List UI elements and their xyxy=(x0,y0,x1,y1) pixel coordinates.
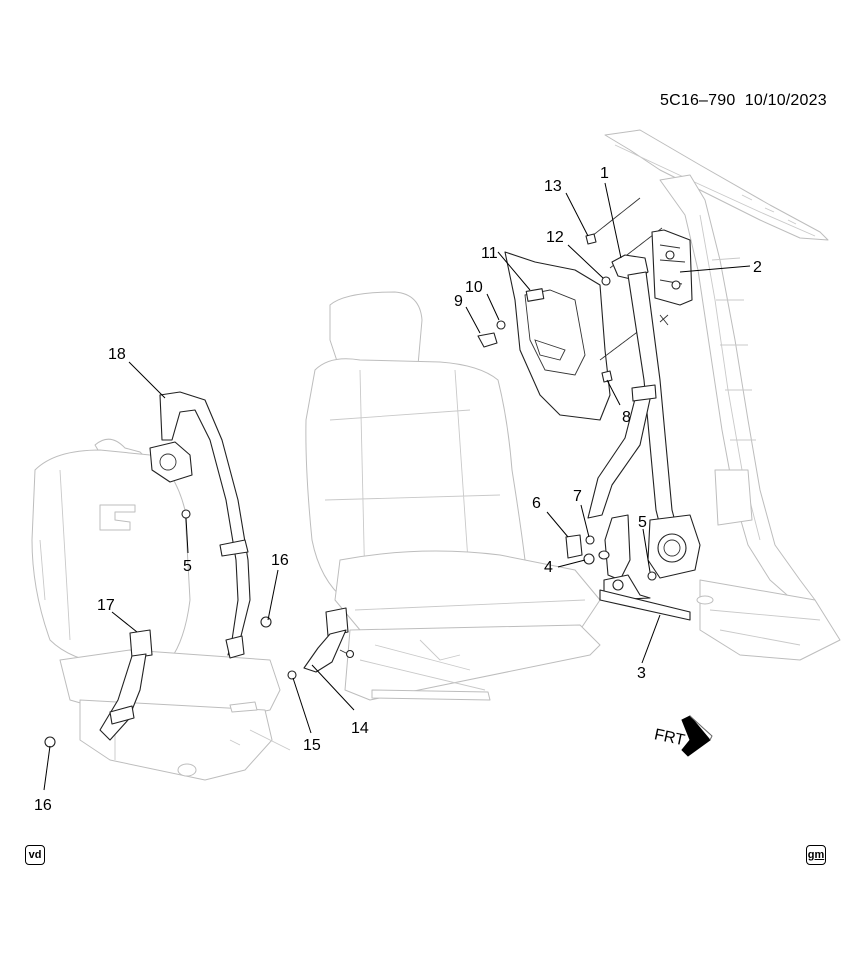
vehicle-data-badge: vd xyxy=(25,845,45,865)
diagram-code: 5C16–790 xyxy=(660,92,736,109)
gm-logo-badge: gm xyxy=(806,845,826,865)
callout-5b: 5 xyxy=(183,558,192,575)
callout-4: 4 xyxy=(544,559,553,576)
callout-6: 6 xyxy=(532,495,541,512)
bolt-part-10 xyxy=(496,320,506,330)
cover-part-6 xyxy=(565,534,583,559)
front-direction-indicator: FRT xyxy=(653,715,713,757)
callout-17: 17 xyxy=(97,597,115,614)
callout-5a: 5 xyxy=(638,514,647,531)
center-pillar-trim-panel xyxy=(504,251,611,421)
callout-16a: 16 xyxy=(271,552,289,569)
front-seat-ghost xyxy=(305,291,601,701)
body-pillar-structure xyxy=(604,129,841,661)
front-buckle xyxy=(287,607,355,680)
gm-logo-label: gm xyxy=(807,849,825,861)
callout-3: 3 xyxy=(637,665,646,682)
vehicle-data-badge-label: vd xyxy=(28,849,42,861)
callout-12: 12 xyxy=(546,229,564,246)
callout-2: 2 xyxy=(753,259,762,276)
cap-part-9 xyxy=(477,332,498,348)
callout-18: 18 xyxy=(108,346,126,363)
rear-seat-ghost xyxy=(31,438,291,781)
washer-part-4 xyxy=(583,553,595,565)
height-adjuster xyxy=(651,229,693,326)
callout-leaders xyxy=(43,182,751,791)
callout-15: 15 xyxy=(303,737,321,754)
callout-11: 11 xyxy=(481,245,498,262)
rear-seat-belt-assembly xyxy=(44,391,272,748)
front-seat-belt-assembly xyxy=(585,254,701,621)
callout-13: 13 xyxy=(544,178,562,195)
rear-buckle xyxy=(99,629,153,741)
callout-7: 7 xyxy=(573,488,582,505)
diagram-date: 10/10/2023 xyxy=(744,92,827,109)
bolt-part-12 xyxy=(601,276,611,286)
callout-16b: 16 xyxy=(34,797,52,814)
callout-1: 1 xyxy=(600,165,609,182)
callout-14: 14 xyxy=(351,720,369,737)
diagram-header: 5C16–790 10/10/2023 xyxy=(660,92,827,110)
front-arrow-label: FRT xyxy=(653,726,687,749)
callout-10: 10 xyxy=(465,279,483,296)
callout-labels: 1 2 3 4 5 5 6 7 8 9 10 11 12 13 14 15 16… xyxy=(34,165,762,814)
callout-8: 8 xyxy=(622,409,631,426)
clip-part-13 xyxy=(585,233,597,245)
callout-9: 9 xyxy=(454,293,463,310)
clip-part-8 xyxy=(601,370,613,383)
